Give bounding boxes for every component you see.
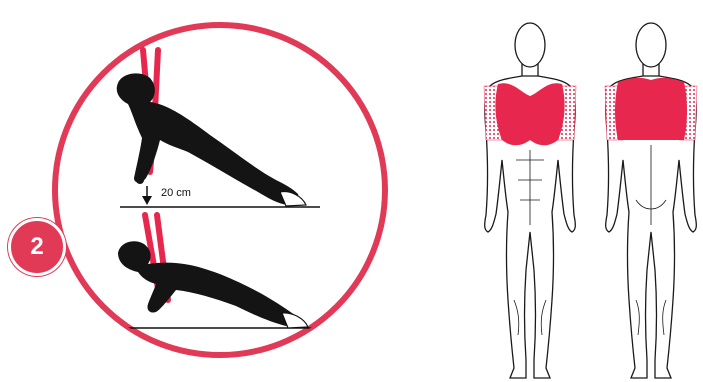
back-body-figure <box>606 23 697 378</box>
front-body-figure <box>485 23 576 378</box>
upper-back-muscle-highlight <box>615 78 687 140</box>
body-silhouette <box>117 73 299 205</box>
down-arrow-icon <box>142 186 152 205</box>
body-silhouette-lower <box>118 241 298 326</box>
step-number: 2 <box>30 233 43 261</box>
step-number-badge: 2 <box>8 218 66 276</box>
frame-circle <box>55 25 385 355</box>
lower-exercise-figure <box>110 215 330 328</box>
distance-label: 20 cm <box>161 187 191 199</box>
upper-exercise-figure <box>117 50 320 207</box>
